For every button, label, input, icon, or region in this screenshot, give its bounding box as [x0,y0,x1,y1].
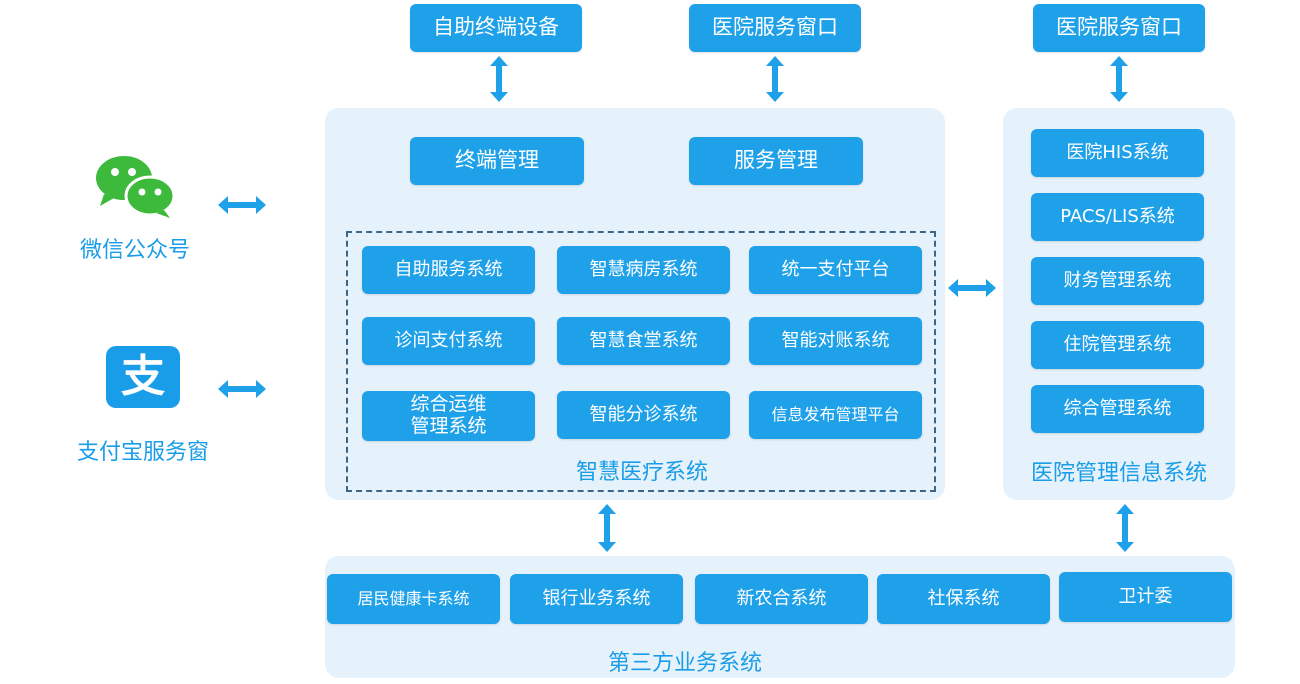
integrated-ops-line-2: 管理系统 [410,415,487,437]
alipay-glyph: 支 [121,351,165,402]
info-publish-platform-box: 信息发布管理平台 [749,391,922,439]
integrated-management-system-box: 综合管理系统 [1031,385,1204,433]
hospital-window-box-1: 医院服务窗口 [689,4,861,52]
arrow-alipay [218,380,266,398]
inpatient-management-system-box: 住院管理系统 [1031,321,1204,369]
terminal-management-box: 终端管理 [410,137,584,185]
arrow-window2-down [1110,56,1128,102]
wechat-label: 微信公众号 [79,238,190,263]
integrated-ops-line-1: 综合运维 [410,393,487,416]
wechat-icon [94,154,176,218]
smart-medical-dashed-border [346,231,936,492]
service-management-box: 服务管理 [689,137,863,185]
self-terminal-box: 自助终端设备 [410,4,582,52]
arrow-window-down [766,56,784,102]
resident-health-card-system-box: 居民健康卡系统 [327,574,500,624]
alipay-icon: 支 [106,346,180,408]
integrated-ops-management-box: 综合运维 管理系统 [362,391,535,441]
pacs-lis-system-box: PACS/LIS系统 [1031,193,1204,241]
arrow-center-right [948,279,996,297]
smart-ward-system-box: 智慧病房系统 [557,246,730,294]
hospital-mis-caption: 医院管理信息系统 [1030,461,1207,486]
alipay-label: 支付宝服务窗 [76,440,209,465]
health-commission-box: 卫计委 [1059,572,1232,622]
social-security-system-box: 社保系统 [877,574,1050,624]
bank-business-system-box: 银行业务系统 [510,574,683,624]
arrow-wechat [218,196,266,214]
hospital-window-box-2: 医院服务窗口 [1033,4,1205,52]
his-system-box: 医院HIS系统 [1031,129,1204,177]
smart-reconciliation-system-box: 智能对账系统 [749,317,922,365]
arrow-terminal-down [490,56,508,102]
unified-payment-platform-box: 统一支付平台 [749,246,922,294]
third-party-caption: 第三方业务系统 [607,651,762,676]
arrow-right-bottom [1116,504,1134,552]
clinic-payment-system-box: 诊间支付系统 [362,317,535,365]
new-rural-cooperative-system-box: 新农合系统 [695,574,868,624]
arrow-center-bottom [598,504,616,552]
smart-canteen-system-box: 智慧食堂系统 [557,317,730,365]
finance-management-system-box: 财务管理系统 [1031,257,1204,305]
self-service-system-box: 自助服务系统 [362,246,535,294]
smart-triage-system-box: 智能分诊系统 [557,391,730,439]
smart-medical-caption: 智慧医疗系统 [575,460,708,485]
